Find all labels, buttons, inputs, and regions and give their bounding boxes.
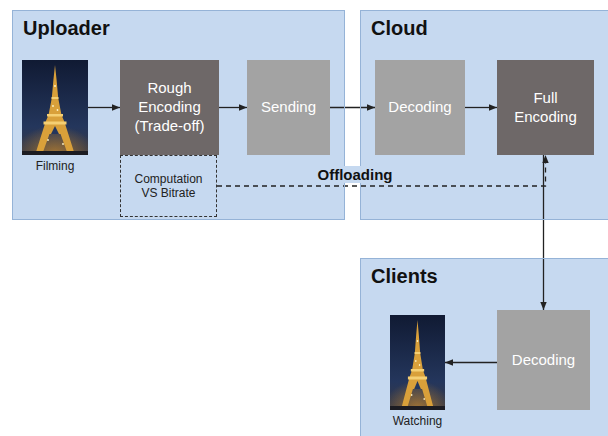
process-box: Rough Encoding (Trade-off) (120, 60, 219, 155)
flow-arrow (330, 107, 375, 108)
note-text: Computation VS Bitrate (125, 172, 212, 201)
flow-arrow (543, 155, 544, 310)
region-title: Cloud (371, 17, 428, 40)
region-band: ClientsWatching Decoding (360, 258, 608, 436)
flow-arrow (88, 107, 120, 108)
photo-caption: Watching (393, 414, 443, 428)
region-band: UploaderFilming Rough Encoding (Trade-off… (12, 10, 345, 220)
photo-frame: Filming (22, 60, 88, 155)
box-label: Decoding (388, 98, 451, 117)
flow-arrow (465, 107, 497, 108)
region-title: Clients (371, 265, 438, 288)
flow-arrow (219, 107, 247, 108)
edge-label: Offloading (314, 166, 395, 183)
box-label: Rough Encoding (Trade-off) (124, 79, 215, 135)
flow-arrow (445, 362, 497, 363)
note-box: Computation VS Bitrate (120, 155, 217, 217)
region-band: CloudDecoding Full Encoding (360, 10, 608, 220)
box-label: Sending (261, 98, 316, 117)
photo-frame: Watching (390, 315, 445, 410)
region-title: Uploader (23, 17, 110, 40)
process-box: Decoding (497, 310, 590, 410)
process-box: Decoding (375, 60, 465, 155)
process-box: Sending (247, 60, 330, 155)
box-label: Full Encoding (501, 89, 590, 127)
box-label: Decoding (512, 351, 575, 370)
process-box: Full Encoding (497, 60, 594, 155)
offload-arrow (217, 155, 546, 186)
photo-caption: Filming (36, 159, 75, 173)
